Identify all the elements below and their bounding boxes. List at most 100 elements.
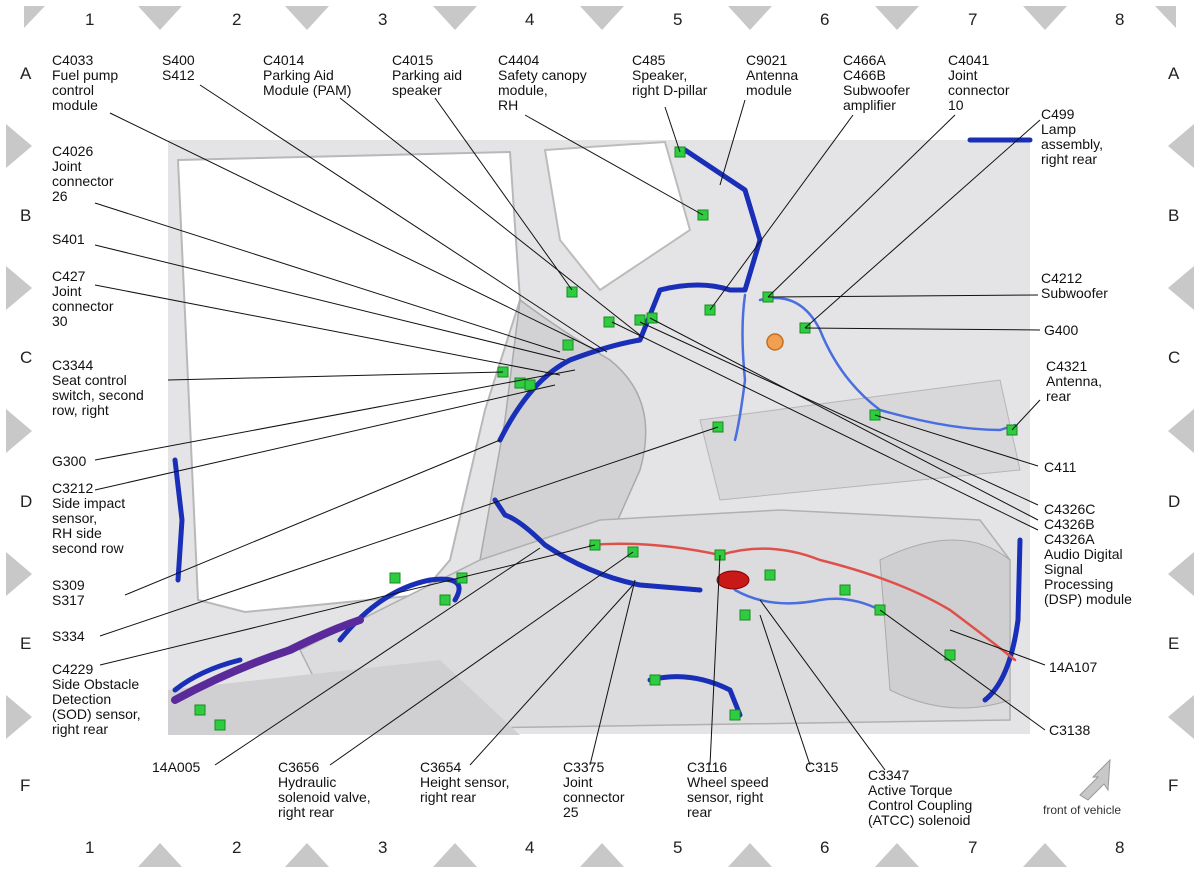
grid-marker-top-corner-left <box>24 6 45 28</box>
connector-23 <box>739 609 751 621</box>
leader-line-19 <box>874 414 1039 467</box>
leader-line-14 <box>767 294 1039 298</box>
connector-31 <box>214 719 226 731</box>
leader-line-25 <box>99 426 719 637</box>
grid-col-7-bottom: 7 <box>968 838 978 857</box>
callout-c4015-parking-aid-speaker: C4015 Parking aid speaker <box>392 52 463 98</box>
callout-14a107-harness: 14A107 <box>1049 659 1098 675</box>
grid-col-5-bottom: 5 <box>673 838 683 857</box>
callout-c466-subwoofer-amplifier: C466A C466B Subwoofer amplifier <box>843 52 910 113</box>
harness-left-lower <box>172 657 243 693</box>
rocker-area <box>168 660 520 735</box>
front-of-vehicle-label: front of vehicle <box>1043 803 1122 817</box>
callout-c4229-sod-sensor: C4229 Side Obstacle Detection (SOD) sens… <box>52 661 141 737</box>
connector-21 <box>839 584 851 596</box>
connector-28 <box>439 594 451 606</box>
red-component <box>716 570 750 590</box>
leader-line-4 <box>434 97 573 291</box>
leader-line-34 <box>759 614 811 766</box>
leader-line-31 <box>469 584 634 766</box>
grid-marker-top-1 <box>138 6 182 30</box>
grid-row-e-right: E <box>1168 634 1180 653</box>
callout-s400-s412: S400 S412 <box>162 52 195 83</box>
callout-g300: G300 <box>52 453 87 469</box>
grid-row-d-left: D <box>20 492 33 511</box>
callout-c4326-audio-dsp-module: C4326C C4326B C4326A Audio Digital Signa… <box>1044 501 1132 607</box>
callout-c4014-parking-aid-module: C4014 Parking Aid Module (PAM) <box>263 52 352 98</box>
leader-line-29 <box>214 547 541 766</box>
leader-line-12 <box>94 244 566 361</box>
leader-line-22 <box>649 317 1039 521</box>
leader-line-35 <box>759 599 886 771</box>
side-window-opening <box>176 150 522 614</box>
callout-g400: G400 <box>1044 322 1079 338</box>
connector-4 <box>603 316 615 328</box>
leader-line-16 <box>167 371 504 381</box>
grid-col-8-top: 8 <box>1115 10 1125 29</box>
leader-line-17 <box>1011 399 1041 431</box>
callout-c3656-hydraulic-solenoid-valve: C3656 Hydraulic solenoid valve, right re… <box>278 759 371 820</box>
grid-marker-top-6 <box>875 6 919 30</box>
harness-14a107-red <box>588 542 1017 662</box>
grid-marker-left-2 <box>6 266 32 310</box>
callout-c3375-joint-connector-25: C3375 Joint connector 25 <box>563 759 625 820</box>
grid-row-d-right: D <box>1168 492 1181 511</box>
grid-marker-bottom-7 <box>1023 843 1067 867</box>
grid-col-1-top: 1 <box>85 10 95 29</box>
rear-panel <box>699 379 1021 501</box>
grid-row-c-right: C <box>1168 348 1181 367</box>
grid-row-a-left: A <box>20 64 32 83</box>
callout-14a005-harness: 14A005 <box>152 759 201 775</box>
leader-line-28 <box>879 609 1046 731</box>
leader-line-18 <box>94 369 576 461</box>
callout-c9021-antenna-module: C9021 Antenna module <box>746 52 799 98</box>
grid-row-b-left: B <box>20 206 32 225</box>
grid-marker-right-4 <box>1168 552 1194 596</box>
leader-line-5 <box>524 114 704 216</box>
callout-c485-speaker-right-d-pillar: C485 Speaker, right D-pillar <box>632 52 708 98</box>
grid-marker-bottom-5 <box>728 843 772 867</box>
grid-marker-bottom-1 <box>138 843 182 867</box>
connector-3 <box>566 286 578 298</box>
leader-line-3 <box>339 97 641 336</box>
grid-marker-bottom-4 <box>580 843 624 867</box>
quarter-window-opening <box>543 140 692 292</box>
callout-c4026-joint-connector-26: C4026 Joint connector 26 <box>52 143 114 204</box>
grid-col-7-top: 7 <box>968 10 978 29</box>
grid-row-b-right: B <box>1168 206 1180 225</box>
harness-rear-panel-light <box>758 296 1017 432</box>
grid-col-1-bottom: 1 <box>85 838 95 857</box>
leader-line-32 <box>589 579 636 766</box>
connector-10 <box>562 339 574 351</box>
grid-row-c-left: C <box>20 348 33 367</box>
leader-line-26 <box>99 544 596 666</box>
grid-marker-top-3 <box>433 6 477 30</box>
callout-c3212-side-impact-sensor: C3212 Side impact sensor, RH side second… <box>52 480 126 556</box>
connector-20 <box>764 569 776 581</box>
grid-row-e-left: E <box>20 634 32 653</box>
callout-s401: S401 <box>52 231 85 247</box>
leader-line-15 <box>804 327 1041 331</box>
leader-line-11 <box>94 202 561 353</box>
grid-marker-bottom-2 <box>285 843 329 867</box>
callout-c315: C315 <box>805 759 839 775</box>
grid-col-8-bottom: 8 <box>1115 838 1125 857</box>
grid-marker-right-2 <box>1168 266 1194 310</box>
grid-row-f-right: F <box>1168 776 1179 795</box>
leader-line-2 <box>199 84 608 353</box>
grid-marker-right-1 <box>1168 124 1194 168</box>
leader-line-8 <box>709 114 854 311</box>
leader-line-20 <box>94 384 556 491</box>
callout-c4321-antenna-rear: C4321 Antenna, rear <box>1046 358 1103 404</box>
harness-14a005-purple <box>171 616 364 704</box>
connector-26 <box>944 649 956 661</box>
leader-line-23 <box>611 321 1039 531</box>
leader-line-7 <box>719 99 746 186</box>
grid-col-4-bottom: 4 <box>525 838 535 857</box>
callout-c3138: C3138 <box>1049 722 1091 738</box>
grid-marker-bottom-6 <box>875 843 919 867</box>
grid-marker-top-2 <box>285 6 329 30</box>
leader-line-30 <box>329 551 634 766</box>
grid-marker-top-corner-right <box>1155 6 1176 28</box>
grid-row-f-left: F <box>20 776 31 795</box>
